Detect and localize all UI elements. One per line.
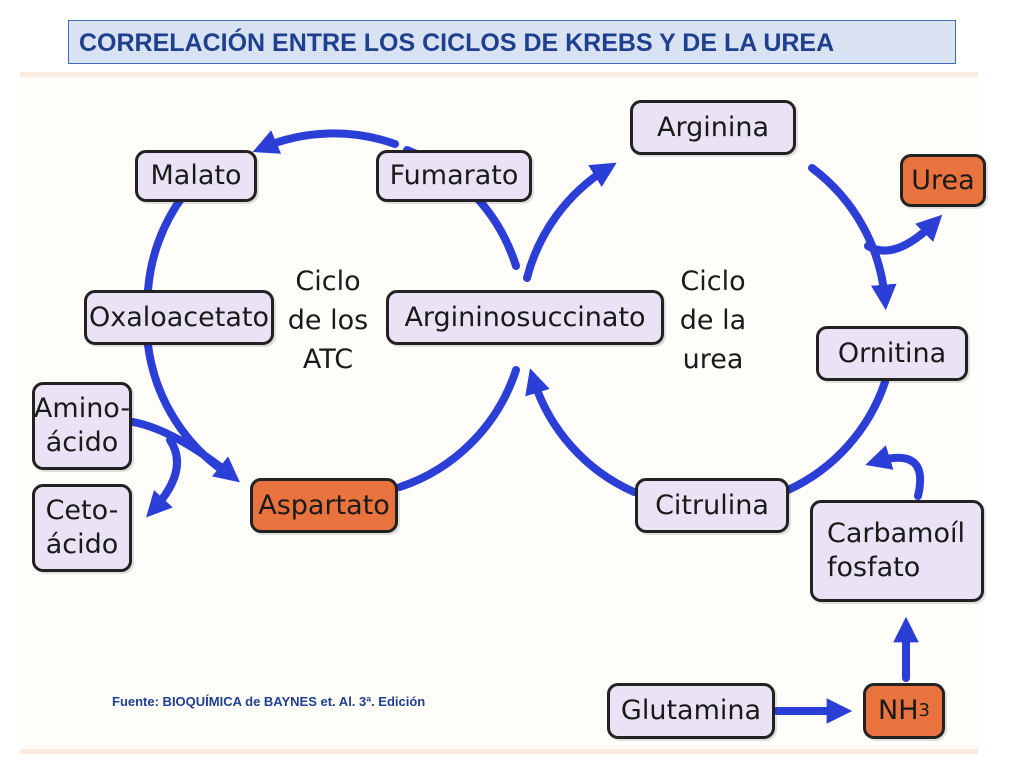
aspartato-box: Aspartato	[250, 478, 398, 533]
slide-title: CORRELACIÓN ENTRE LOS CICLOS DE KREBS Y …	[68, 20, 956, 64]
nh3-label: NH	[878, 695, 919, 727]
atc-cycle-arc-2	[252, 129, 399, 154]
urea-cycle-label: Ciclo de la urea	[679, 266, 747, 376]
urea-cycle-arc-1	[523, 162, 617, 282]
malato-box: Malato	[135, 150, 257, 202]
to-cetoacid-arrow	[146, 436, 181, 518]
nh3-subscript: 3	[918, 699, 930, 721]
urea-cycle-arc-3	[784, 378, 889, 494]
atc-cycle-arc-3	[144, 192, 187, 294]
oxaloacetato-box: Oxaloacetato	[84, 290, 274, 345]
argininosuccinato-box: Argininosuccinato	[386, 290, 664, 345]
carbamoyl-to-citrulline-arrow	[865, 445, 925, 500]
source-citation: Fuente: BIOQUÍMICA de BAYNES et. Al. 3ª.…	[112, 694, 426, 709]
atc-cycle-arc-5	[396, 366, 520, 491]
urea-cycle-arc-2	[808, 164, 897, 311]
ornitina-box: Ornitina	[816, 326, 968, 381]
urea-box: Urea	[900, 154, 986, 207]
fumarato-box: Fumarato	[376, 150, 532, 202]
atc-cycle-label: Ciclo de los ATC	[287, 266, 369, 376]
arginina-box: Arginina	[630, 100, 796, 155]
carbamoil-fosfato-box: Carbamoíl fosfato	[810, 500, 984, 602]
aminoacid-to-aspartate-arrow	[129, 418, 240, 483]
urea-cycle-arc-4	[525, 368, 638, 496]
glutamina-box: Glutamina	[607, 683, 775, 739]
cetoacido-box: Ceto- ácido	[32, 484, 132, 572]
aminoacido-box: Amino- ácido	[32, 382, 132, 470]
urea-release-arrow	[864, 214, 943, 255]
atc-cycle-arc-4	[144, 341, 222, 471]
citrulina-box: Citrulina	[635, 478, 789, 533]
